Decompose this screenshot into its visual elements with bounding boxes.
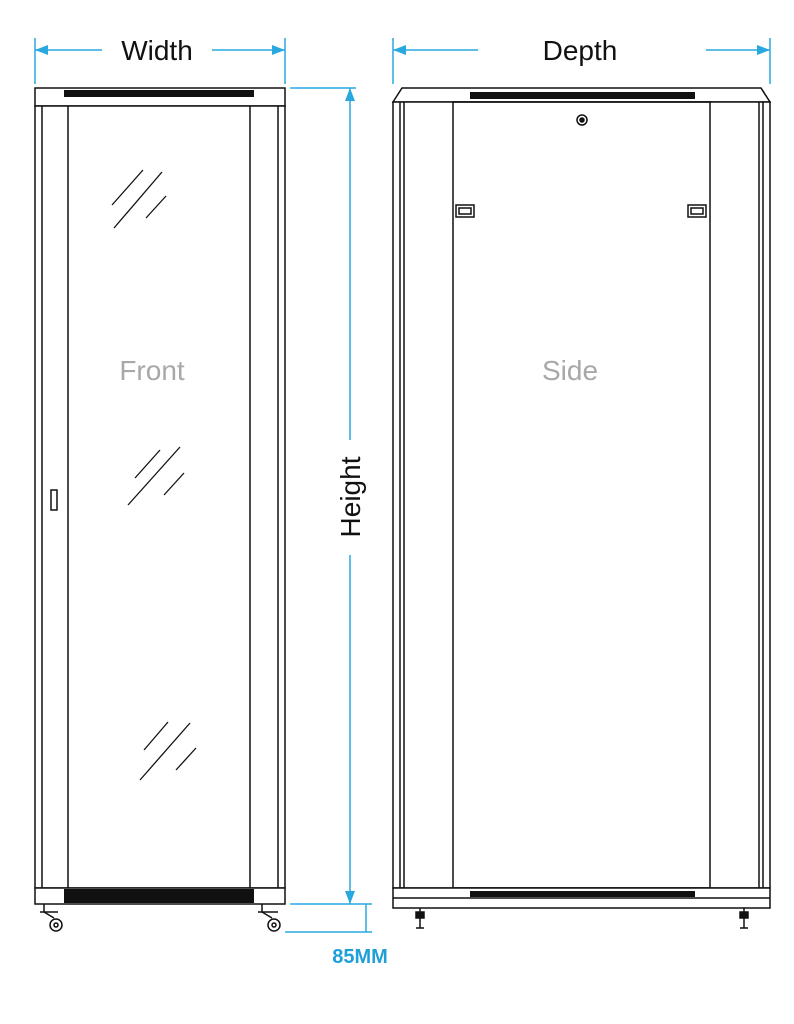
- front-top-vent: [64, 90, 254, 97]
- door-handle: [50, 489, 58, 511]
- glass-reflection-marks: [111, 169, 197, 781]
- side-latch-right-inner: [690, 207, 704, 215]
- width-arrow-left: [35, 45, 48, 55]
- side-top-vent: [470, 92, 695, 99]
- front-view-label: Front: [119, 355, 185, 386]
- side-latch-left-inner: [458, 207, 472, 215]
- caster-height-label: 85MM: [332, 946, 388, 968]
- height-label: Height: [335, 456, 366, 537]
- side-view-label: Side: [542, 355, 598, 386]
- dimension-lines: [34, 38, 771, 933]
- height-arrow-top: [345, 88, 355, 101]
- front-bottom-vent: [64, 889, 254, 903]
- front-view: [34, 87, 286, 932]
- side-panel-lock-core: [579, 117, 585, 123]
- front-cabinet-body: [34, 105, 286, 889]
- side-foot-left: [415, 908, 425, 929]
- side-view: [391, 87, 772, 929]
- depth-label: Depth: [543, 35, 618, 66]
- width-label: Width: [121, 35, 193, 66]
- width-arrow-right: [272, 45, 285, 55]
- side-bottom-vent: [470, 891, 695, 897]
- depth-arrow-right: [757, 45, 770, 55]
- depth-arrow-left: [393, 45, 406, 55]
- height-arrow-bottom: [345, 891, 355, 904]
- side-foot-right: [739, 908, 749, 929]
- front-caster-right: [258, 904, 281, 932]
- side-latch-left: [455, 204, 475, 218]
- side-latch-right: [687, 204, 707, 218]
- front-caster-left: [40, 904, 63, 932]
- side-panel-lock: [576, 114, 588, 126]
- side-cabinet-body: [392, 101, 771, 889]
